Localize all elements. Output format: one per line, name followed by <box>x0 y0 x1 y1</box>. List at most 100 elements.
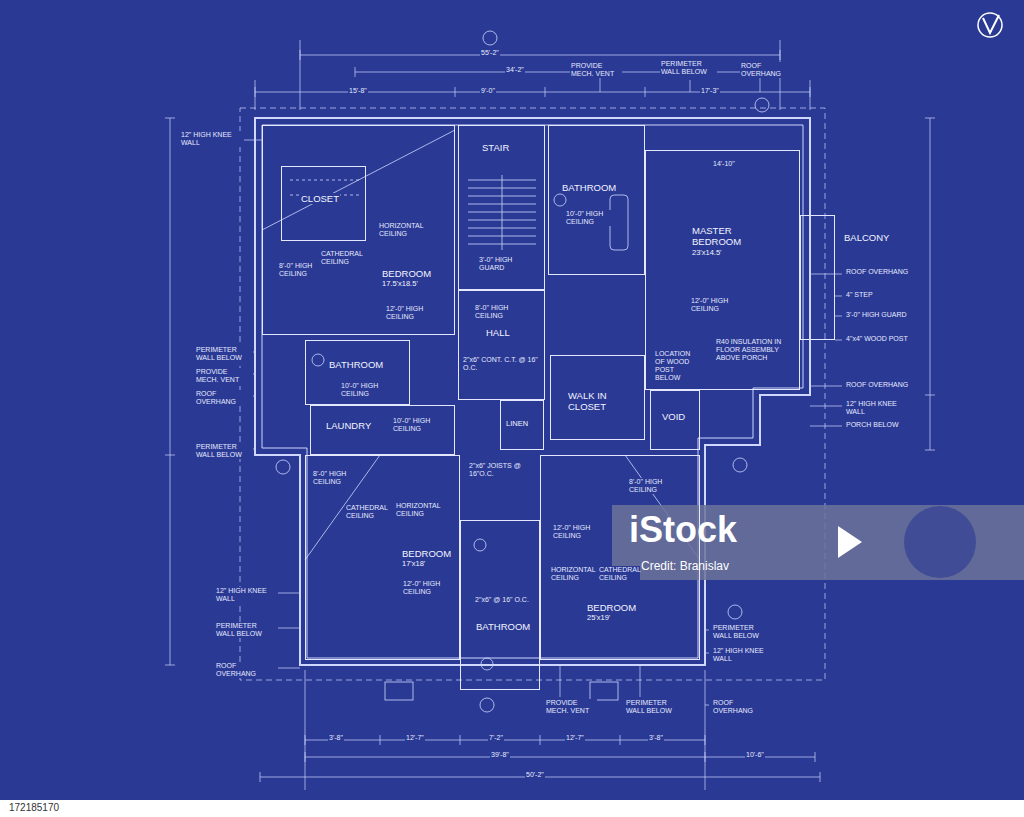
watermark-credit: Credit: Branislav <box>640 560 730 574</box>
room-name: WALK IN CLOSET <box>567 390 627 413</box>
dimension: 9'-0" <box>480 87 496 95</box>
dimension: 3'-8" <box>328 734 344 742</box>
dimension: 55'-2" <box>480 49 500 57</box>
note: ROOF OVERHANG <box>845 268 917 276</box>
room-name: HALL <box>485 327 511 338</box>
room-label-group: BATHROOM <box>475 621 531 632</box>
room-name: CLOSET <box>300 193 340 204</box>
room-name: LAUNDRY <box>325 420 372 431</box>
room-label-group: BEDROOM17'x18' <box>401 548 452 568</box>
ceiling-note: 8'-0" HIGH CEILING <box>474 304 531 320</box>
note: ROOF OVERHANG <box>740 62 787 78</box>
note: PERIMETER WALL BELOW <box>195 443 252 459</box>
ceiling-note: 10'-0" HIGH CEILING <box>340 382 397 398</box>
room-name: BEDROOM <box>586 602 637 613</box>
note: PERIMETER WALL BELOW <box>215 622 277 638</box>
ceiling-note: 10'-0" HIGH CEILING <box>565 210 612 226</box>
note: 12" HIGH KNEE WALL <box>712 647 774 663</box>
framing-note: 2"x6" @ 16" O.C. <box>474 596 536 604</box>
ceiling-note: 12'-0" HIGH CEILING <box>690 297 747 313</box>
image-id: 172185170 <box>8 802 60 814</box>
room-name: STAIR <box>481 142 510 153</box>
ceiling-note: CATHEDRAL CEILING <box>345 504 387 520</box>
room-label-group: LINEN <box>505 419 529 428</box>
note: 12" HIGH KNEE WALL <box>180 131 242 147</box>
dimension: 12'-7" <box>405 734 425 742</box>
linen-closet: LINEN <box>500 400 544 450</box>
room-name: BATHROOM <box>475 621 531 632</box>
room: BATHROOM <box>460 520 540 690</box>
note: PORCH BELOW <box>845 421 917 429</box>
dimension: 34'-2" <box>505 66 525 74</box>
note: PERIMETER WALL BELOW <box>660 60 717 76</box>
ceiling-note: 12'-0" HIGH CEILING <box>385 305 437 321</box>
room-label-group: LAUNDRY <box>325 420 372 431</box>
room-label-group: CLOSET <box>300 193 340 204</box>
room-size: 17'x18' <box>401 559 426 568</box>
dimension: 7'-2" <box>488 734 504 742</box>
note: PROVIDE MECH. VENT <box>195 368 252 384</box>
note: PERIMETER WALL BELOW <box>195 346 252 362</box>
room-size: 23'x14.5' <box>691 248 723 257</box>
ceiling-note: 12'-0" HIGH CEILING <box>552 524 599 540</box>
room-label-group: MASTER BEDROOM23'x14.5' <box>691 225 763 257</box>
room: BEDROOM17.5'x18.5' CLOSET <box>262 125 455 335</box>
framing-note: 2"x6" JOISTS @ 16"O.C. <box>468 462 540 478</box>
ceiling-note: 8'-0" HIGH CEILING <box>312 470 350 486</box>
room-name: BALCONY <box>843 232 890 243</box>
dimension: 15'-8" <box>348 87 368 95</box>
note: PROVIDE MECH. VENT <box>545 699 597 715</box>
ceiling-note: 8'-0" HIGH CEILING <box>278 262 316 278</box>
room-label-group: BATHROOM <box>561 182 617 193</box>
room-label-group: VOID <box>661 411 686 422</box>
closet-room: CLOSET <box>281 166 366 241</box>
note: PERIMETER WALL BELOW <box>712 624 774 640</box>
void: VOID <box>650 390 700 450</box>
ceiling-note: 12'-0" HIGH CEILING <box>402 580 454 596</box>
dimension: 14'-10" <box>712 160 736 168</box>
room-label-group: BALCONY <box>843 232 890 243</box>
room-label-group: BEDROOM25'x19' <box>586 602 637 622</box>
dimension: 50'-2" <box>525 771 545 779</box>
room: BATHROOM <box>548 125 645 275</box>
dimension: 17'-3" <box>700 87 720 95</box>
note: 4"x4" WOOD POST <box>845 335 917 343</box>
note: 4" STEP <box>845 291 917 299</box>
room: BEDROOM25'x19' <box>540 455 700 660</box>
note: ROOF OVERHANG <box>215 662 277 678</box>
note: ROOF OVERHANG <box>195 390 252 406</box>
ceiling-note: 8'-0" HIGH CEILING <box>628 478 670 494</box>
note: 12" HIGH KNEE WALL <box>215 587 277 603</box>
note: LOCATION OF WOOD POST BELOW <box>654 350 701 382</box>
note: ROOF OVERHANG <box>712 699 769 715</box>
balcony: BALCONY <box>800 215 835 340</box>
ceiling-note: HORIZONTAL CEILING <box>395 502 442 518</box>
room-label-group: BATHROOM <box>328 359 384 370</box>
ceiling-note: 3'-0" HIGH GUARD <box>478 256 530 272</box>
room-name: BATHROOM <box>561 182 617 193</box>
framing-note: 2"x6" CONT. C.T. @ 16" O.C. <box>462 356 544 372</box>
note: ROOF OVERHANG <box>845 381 917 389</box>
room-label-group: STAIR <box>481 142 510 153</box>
room-size: 17.5'x18.5' <box>381 279 419 288</box>
room-label-group: HALL <box>485 327 511 338</box>
room-label-group: WALK IN CLOSET <box>567 390 627 413</box>
room-name: BEDROOM <box>401 548 452 559</box>
dimension: 12'-7" <box>565 734 585 742</box>
dimension: 10'-6" <box>745 751 765 759</box>
room-size: 25'x19' <box>586 613 611 622</box>
note: 3'-0" HIGH GUARD <box>845 311 917 319</box>
room-label-group: BEDROOM17.5'x18.5' <box>381 268 432 288</box>
ceiling-note: CATHEDRAL CEILING <box>598 566 640 582</box>
room-name: BEDROOM <box>381 268 432 279</box>
ceiling-note: CATHEDRAL CEILING <box>320 250 362 266</box>
room-name: BATHROOM <box>328 359 384 370</box>
note: PROVIDE MECH. VENT <box>570 62 622 78</box>
room-name: LINEN <box>505 419 529 428</box>
dimension: 39'-8" <box>490 751 510 759</box>
room: WALK IN CLOSET <box>550 355 645 440</box>
note: 12" HIGH KNEE WALL <box>845 400 917 416</box>
dimension: 3'-8" <box>648 734 664 742</box>
ceiling-note: HORIZONTAL CEILING <box>550 566 594 582</box>
room-name: MASTER BEDROOM <box>691 225 763 248</box>
